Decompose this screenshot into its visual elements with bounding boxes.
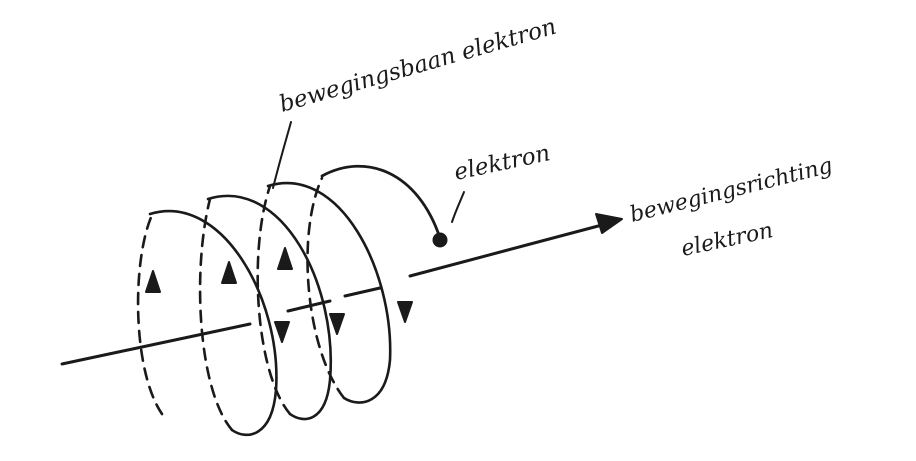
electron-dot — [432, 232, 448, 248]
axis-line — [60, 223, 604, 366]
up-arrow-1 — [145, 270, 161, 293]
down-arrow-3 — [397, 301, 413, 323]
axis-arrowhead — [595, 213, 623, 234]
direction-label-line1: bewegingsrichting — [627, 153, 835, 228]
loop-3-front — [266, 182, 392, 404]
helix-coil — [136, 164, 442, 437]
down-arrow-1 — [274, 321, 290, 343]
loop-2-back — [198, 197, 234, 432]
path-label: bewegingsbaan elektron — [276, 14, 559, 118]
up-arrow-2 — [221, 261, 237, 284]
loop-4-front — [320, 164, 442, 240]
loop-2-front — [206, 194, 333, 421]
loop-4-back — [306, 176, 346, 400]
electron-label: elektron — [452, 140, 553, 186]
electron-label-leader — [451, 191, 465, 223]
loop-3-back — [256, 184, 292, 416]
path-label-leader — [272, 121, 292, 189]
motion-arrows — [145, 247, 413, 343]
direction-label-line2: elektron — [679, 218, 775, 262]
down-arrow-2 — [329, 313, 345, 335]
loop-1-front — [148, 209, 278, 437]
up-arrow-3 — [277, 247, 293, 270]
loop-1-back — [136, 213, 164, 416]
